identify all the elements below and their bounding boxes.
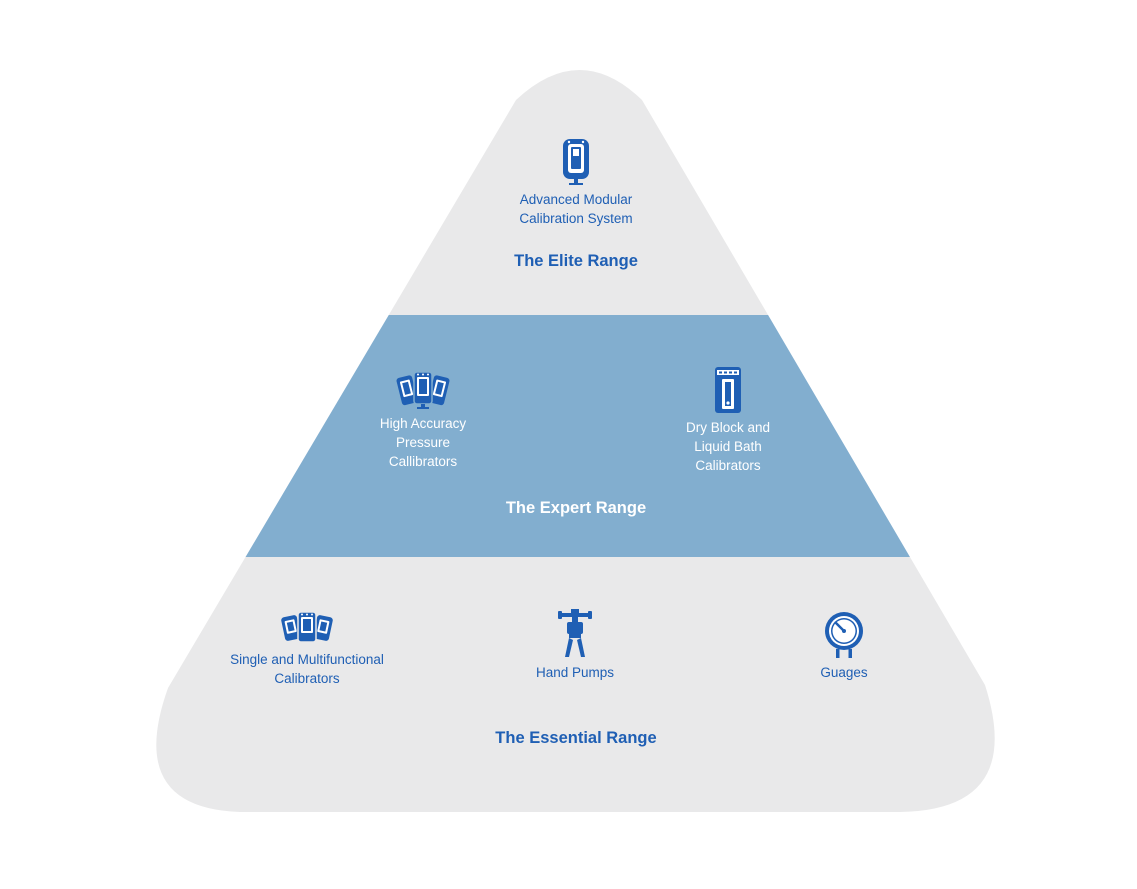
expert-item-dry-block: Dry Block and Liquid Bath Calibrators xyxy=(628,366,828,475)
hand-pump-icon xyxy=(558,609,592,657)
elite-item-modular-calibrator: Advanced Modular Calibration System xyxy=(476,138,676,228)
essential-item-label: Single and Multifunctional Calibrators xyxy=(230,652,384,686)
elite-item-label: Advanced Modular Calibration System xyxy=(519,192,633,226)
multifunction-calibrators-icon xyxy=(281,611,333,643)
essential-item-hand-pumps: Hand Pumps xyxy=(500,609,650,682)
expert-item-label: Dry Block and Liquid Bath Calibrators xyxy=(685,420,771,473)
essential-item-gauges: Guages xyxy=(774,611,914,682)
modular-calibrator-icon xyxy=(563,139,589,185)
essential-tier-band xyxy=(156,557,995,812)
essential-item-label: Guages xyxy=(820,665,868,680)
pressure-calibrators-icon xyxy=(396,371,450,409)
expert-range-title: The Expert Range xyxy=(505,499,647,517)
expert-tier-band xyxy=(156,315,995,557)
elite-range-title: The Elite Range xyxy=(514,252,638,270)
dry-block-icon xyxy=(715,367,741,413)
essential-item-multifunction-calibrators: Single and Multifunctional Calibrators xyxy=(182,610,432,688)
essential-item-label: Hand Pumps xyxy=(535,665,615,680)
expert-item-pressure-calibrators: High Accuracy Pressure Callibrators xyxy=(323,370,523,471)
expert-item-label: High Accuracy Pressure Callibrators xyxy=(379,416,467,469)
gauge-icon xyxy=(825,612,863,658)
essential-range-title: The Essential Range xyxy=(495,729,657,747)
